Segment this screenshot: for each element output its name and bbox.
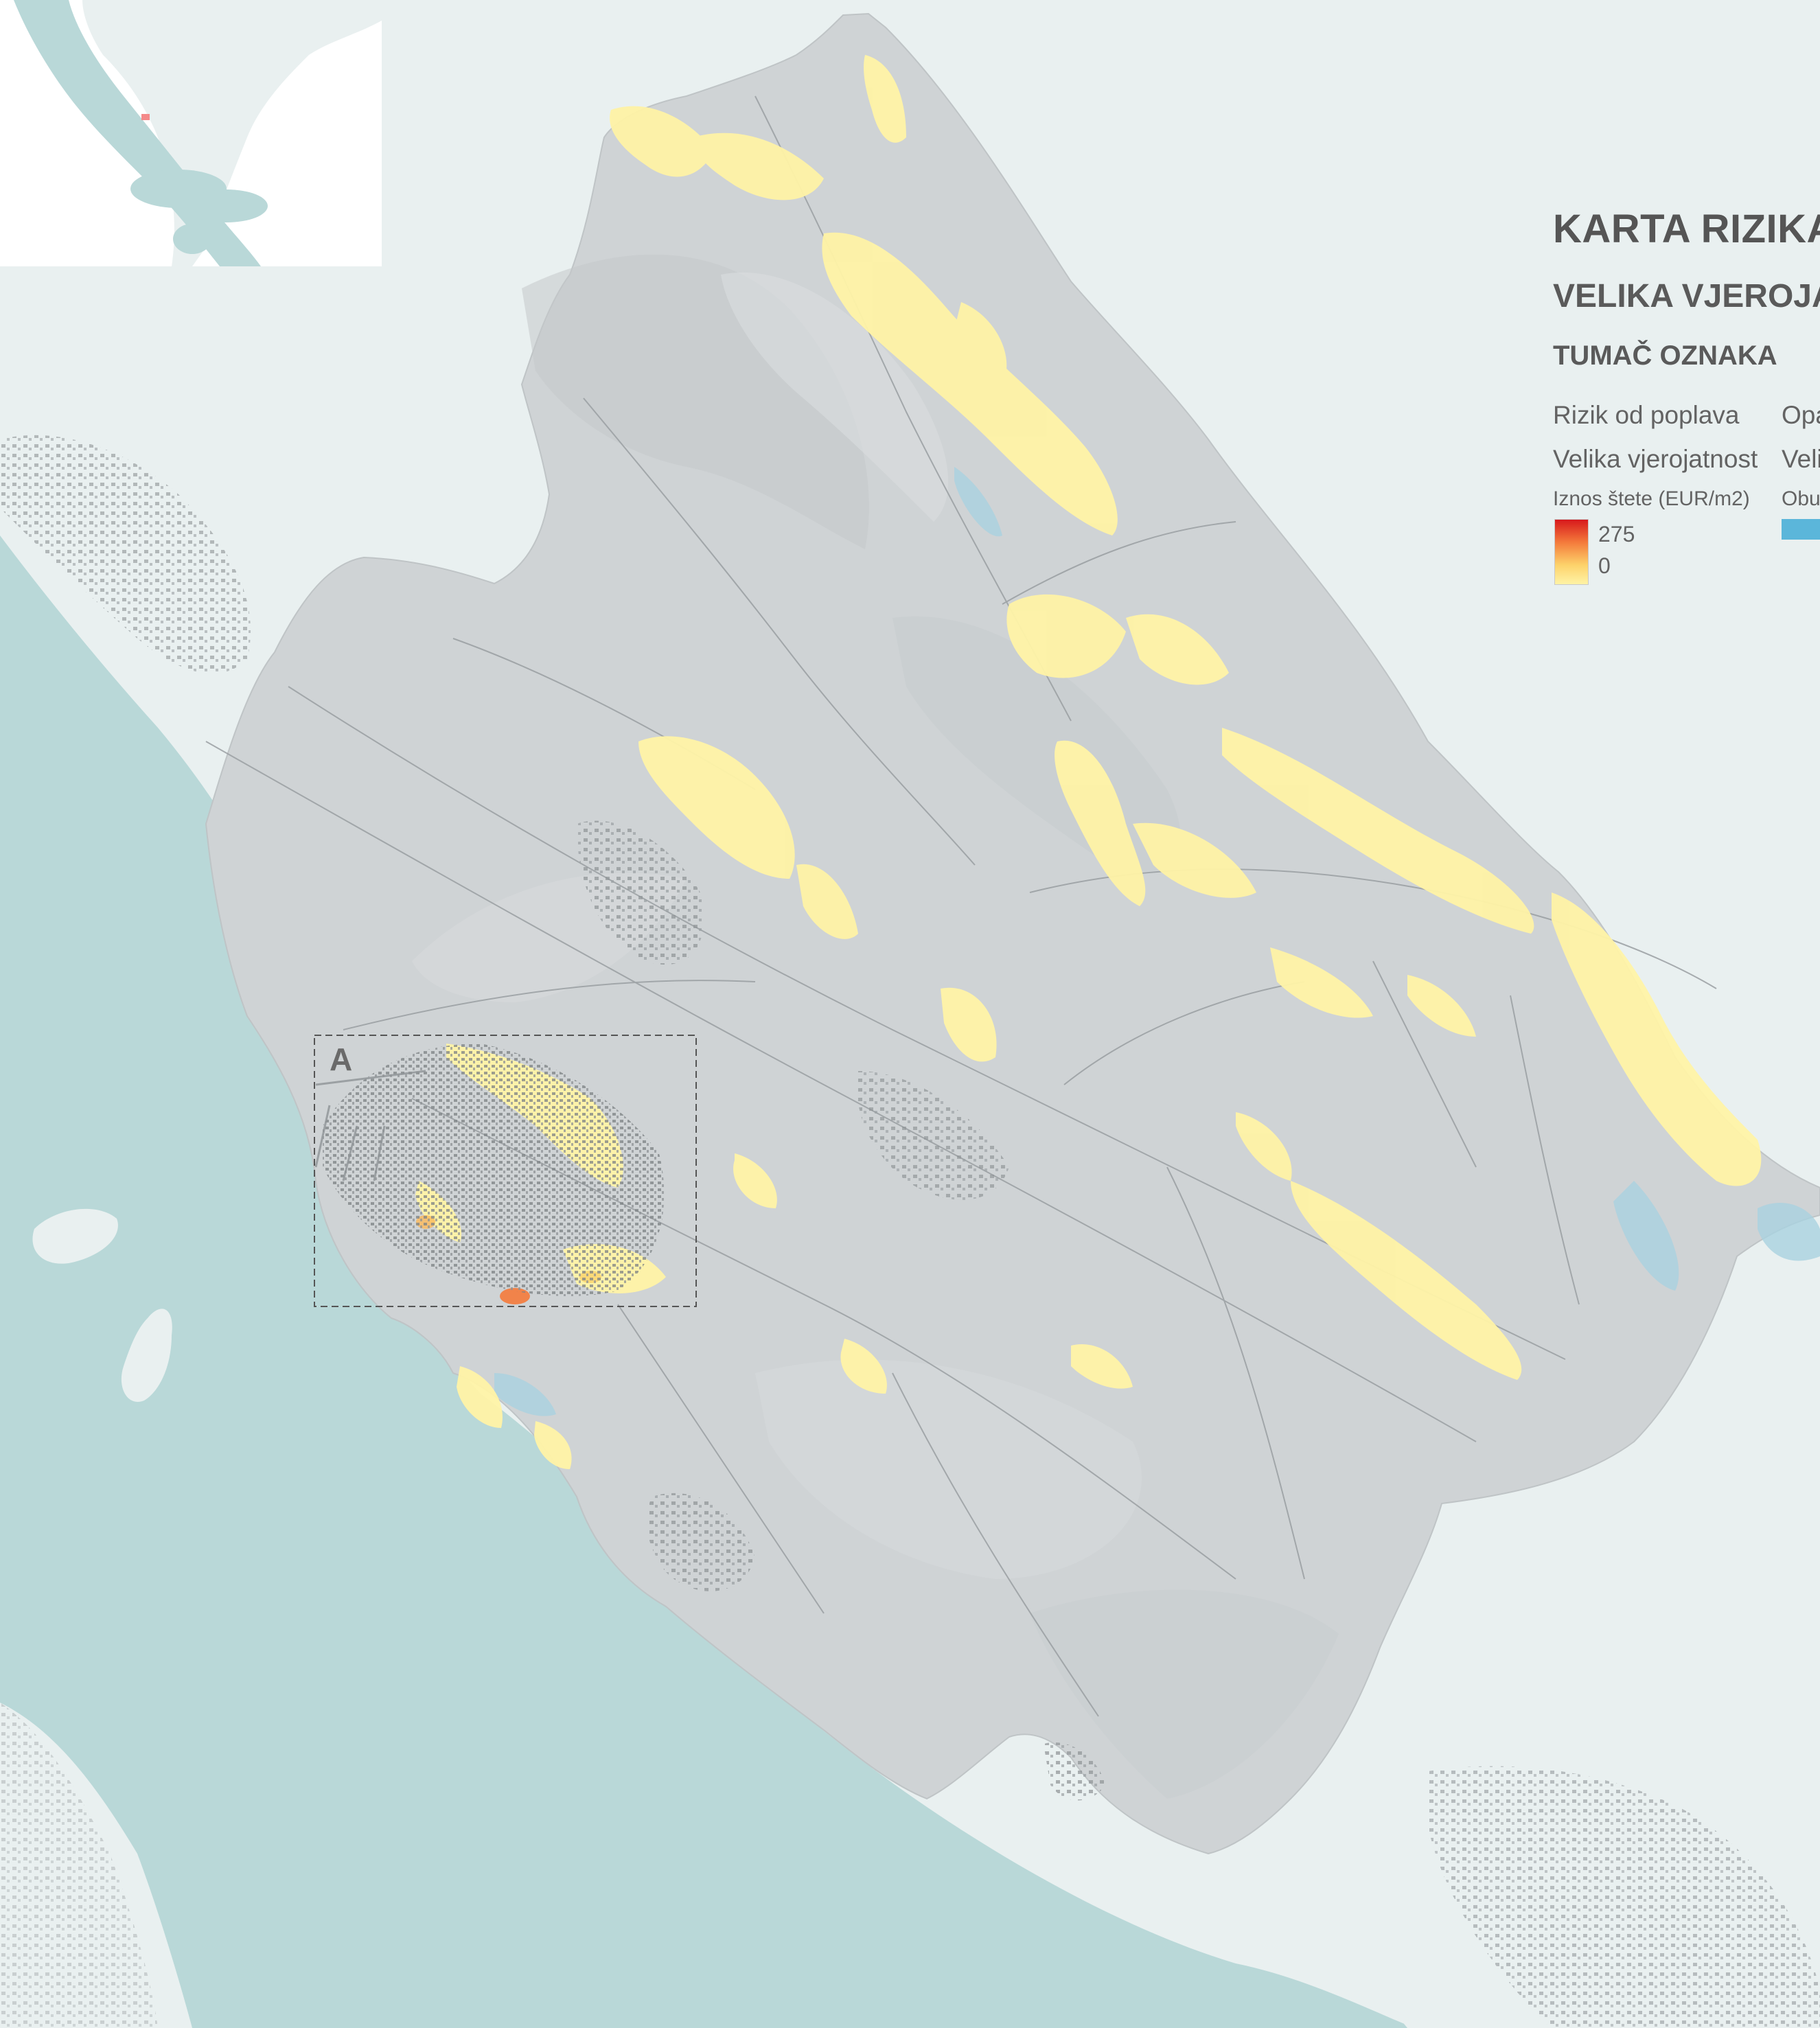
detail-box-a — [314, 1035, 697, 1307]
legend-col2-label: Obu — [1782, 487, 1820, 510]
legend-heading: TUMAČ OZNAKA — [1553, 341, 1777, 371]
municipality-area — [205, 12, 1820, 1855]
settlements — [0, 435, 1820, 2028]
legend-col1-probability: Velika vjerojatnost — [1553, 445, 1758, 473]
flood-extent-swatch — [1782, 519, 1820, 540]
legend-damage-label: Iznos štete (EUR/m2) — [1553, 487, 1750, 510]
ramp-max-value: 275 — [1598, 522, 1635, 546]
ramp-min-value: 0 — [1598, 553, 1611, 578]
legend-col2-probability: Veli — [1782, 445, 1820, 473]
overview-inset-map — [0, 0, 382, 266]
road-network — [205, 95, 1717, 1717]
damage-color-ramp — [1554, 519, 1589, 585]
detail-box-label: A — [330, 1041, 353, 1077]
legend-col2-heading: Opa — [1782, 401, 1820, 429]
sea-area — [0, 535, 1414, 2028]
island-2 — [121, 1309, 172, 1402]
map-subtitle: VELIKA VJEROJA — [1553, 278, 1820, 314]
legend-col1-heading: Rizik od poplava — [1553, 401, 1740, 429]
flood-extent-areas — [494, 467, 1820, 1416]
location-marker — [141, 114, 150, 120]
map-title: KARTA RIZIKA — [1553, 207, 1820, 251]
island-1 — [32, 1208, 118, 1264]
